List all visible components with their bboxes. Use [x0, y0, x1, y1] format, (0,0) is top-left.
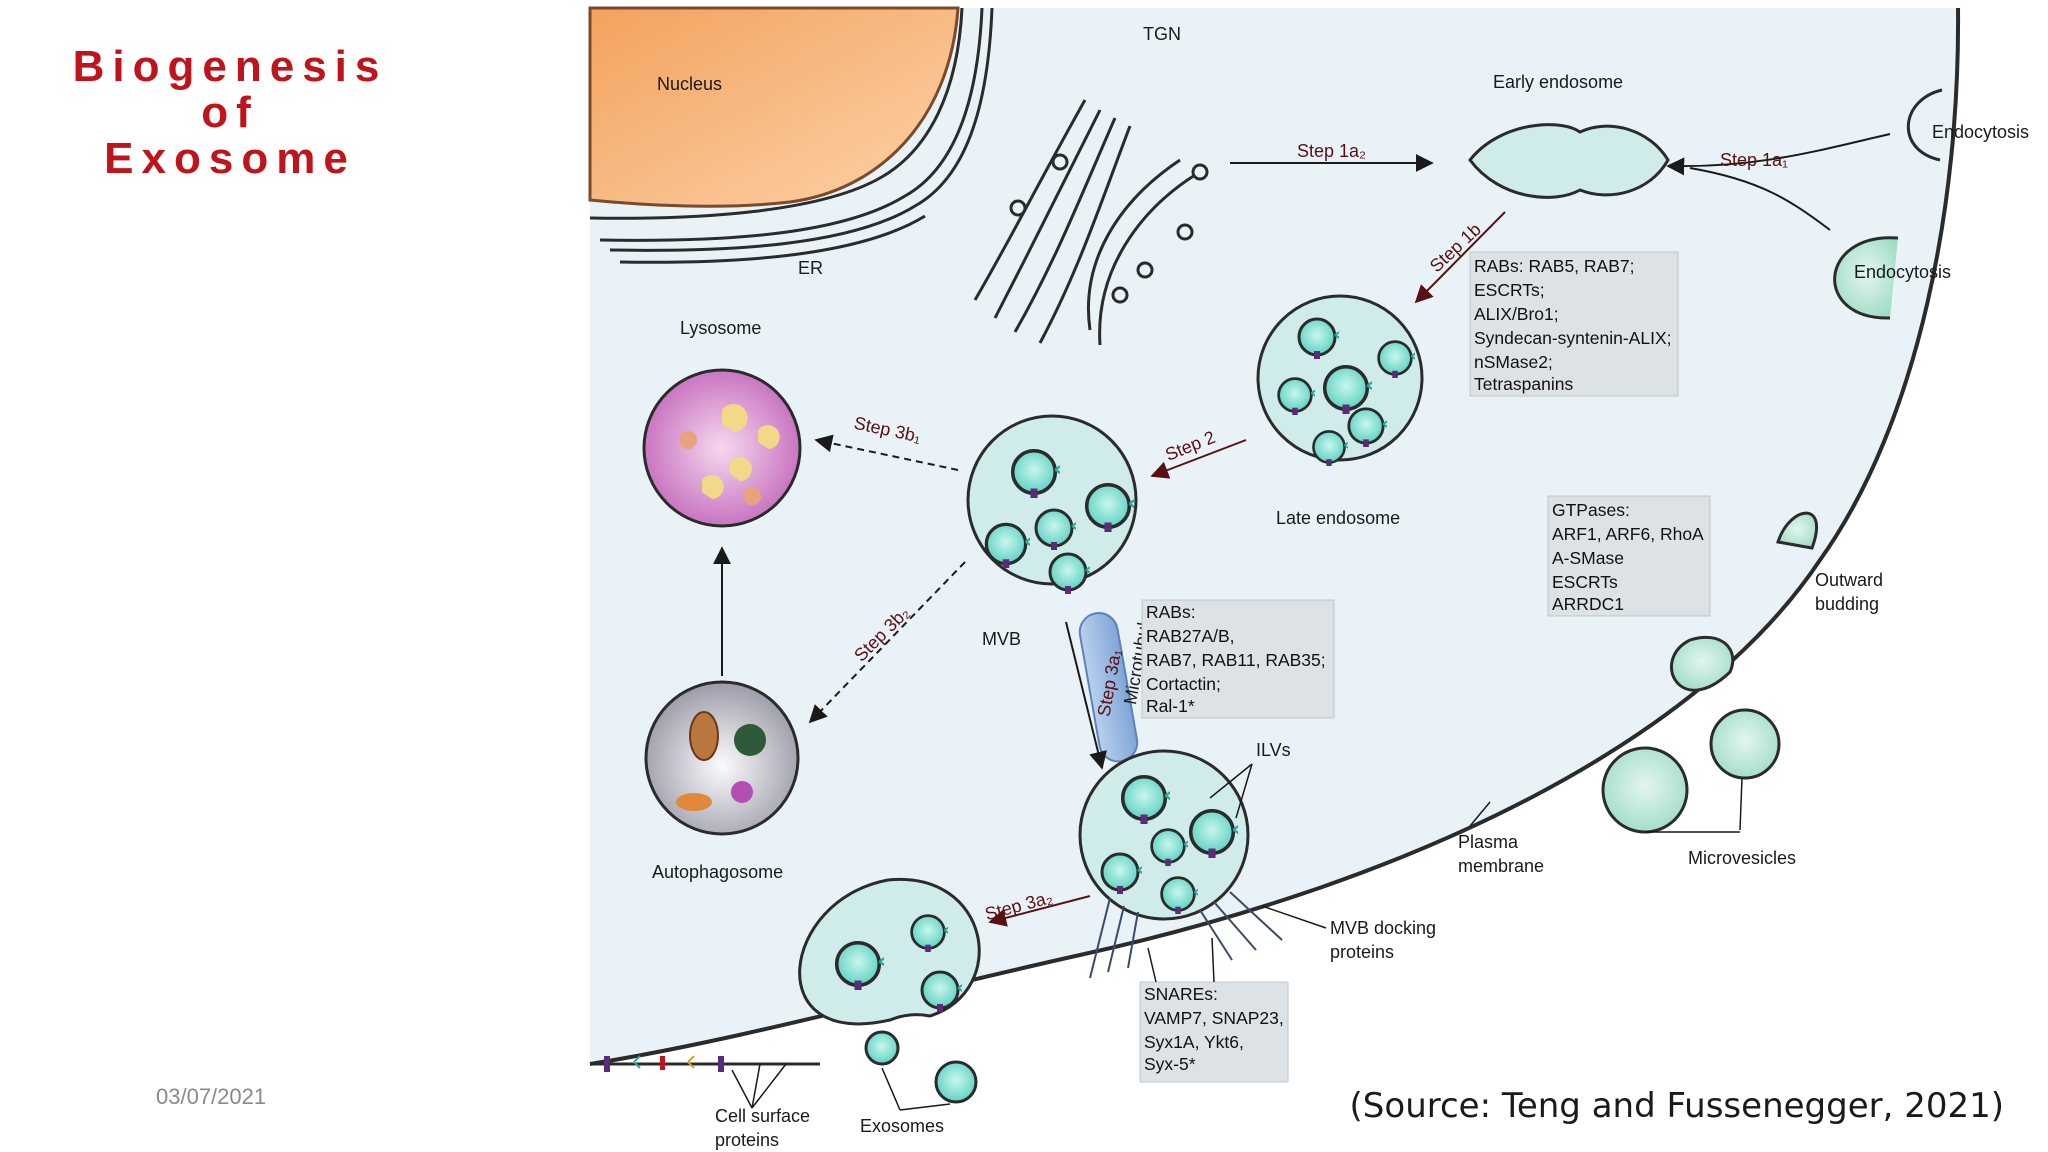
title-line-1: Biogenesis: [72, 42, 388, 91]
source-citation: (Source: Teng and Fussenegger, 2021): [1349, 1086, 2004, 1126]
slide-date: 03/07/2021: [156, 1084, 267, 1109]
plasma-membrane-line-1: Plasma: [1458, 832, 1519, 852]
gtpases-box: [1547, 495, 1711, 617]
mvb-label: MVB: [982, 629, 1021, 649]
exosomes-label: Exosomes: [860, 1116, 944, 1136]
mvb-docking-line-2: proteins: [1330, 942, 1394, 962]
rabs-escrt-box: [1469, 251, 1679, 397]
golgi-tgn: [973, 99, 1209, 346]
title-line-3: Exosome: [104, 134, 356, 183]
early-endosome-label: Early endosome: [1493, 72, 1623, 92]
outward-budding-vesicle-2: [1670, 635, 1735, 692]
exosome-1: [864, 1030, 900, 1066]
plasma-membrane-line-2: membrane: [1458, 856, 1544, 876]
exosome-2: [934, 1060, 978, 1104]
gtpases-line-2: ARF1, ARF6, RhoA: [1552, 524, 1704, 544]
microvesicle-1: [1601, 746, 1689, 834]
snares-line-3: Syx1A, Ykt6,: [1144, 1032, 1244, 1052]
late-endosome-label: Late endosome: [1276, 508, 1400, 528]
snares-line-1: SNAREs:: [1144, 984, 1218, 1004]
outward-budding-line-2: budding: [1815, 594, 1879, 614]
rabs-27-box: [1141, 599, 1335, 719]
rabs-27-line-4: Cortactin;: [1146, 674, 1221, 694]
step-1a1-label: Step 1a₁: [1720, 150, 1788, 170]
nucleus: [588, 6, 960, 208]
tgn-label: TGN: [1143, 24, 1181, 44]
rabs-27-line-5: Ral-1*: [1146, 696, 1195, 716]
lysosome-contents: [702, 404, 780, 499]
snares-box: [1139, 981, 1289, 1083]
endocytosis-label-top: Endocytosis: [1932, 122, 2029, 142]
rabs-escrt-line-5: nSMase2;: [1474, 352, 1553, 372]
gtpases-line-4: ESCRTs: [1552, 572, 1618, 592]
endocytosis-pit-mid: [1833, 236, 1899, 320]
cell-surface-line-1: Cell surface: [715, 1106, 810, 1126]
lysosome: [642, 368, 802, 528]
rabs-escrt-line-6: Tetraspanins: [1474, 374, 1573, 394]
cell-surface-line-2: proteins: [715, 1130, 779, 1150]
outward-budding-line-1: Outward: [1815, 570, 1883, 590]
snares-line-4: Syx-5*: [1144, 1054, 1196, 1074]
rabs-27-line-3: RAB7, RAB11, RAB35;: [1146, 650, 1326, 670]
er-label: ER: [798, 258, 823, 278]
snares-line-2: VAMP7, SNAP23,: [1144, 1008, 1284, 1028]
gtpases-line-5: ARRDC1: [1552, 594, 1624, 614]
rabs-escrt-line-3: ALIX/Bro1;: [1474, 304, 1559, 324]
endocytosis-pit-top: [1906, 88, 1943, 162]
cell-surface-proteins: [604, 1055, 724, 1072]
mvb-docking-line-1: MVB docking: [1330, 918, 1436, 938]
mvb-docking-tethers: [1089, 891, 1283, 979]
microvesicles-label: Microvesicles: [1688, 848, 1796, 868]
title-line-2: of: [201, 88, 259, 137]
rabs-escrt-line-4: Syndecan-syntenin-ALIX;: [1474, 328, 1671, 348]
nucleus-label: Nucleus: [657, 74, 722, 94]
rabs-27-line-2: RAB27A/B,: [1146, 626, 1235, 646]
slide-title: Biogenesis of Exosome: [60, 44, 400, 182]
gtpases-line-3: A-SMase: [1552, 548, 1624, 568]
early-endosome: [1468, 123, 1670, 199]
endoplasmic-reticulum: [589, 7, 994, 264]
step-1a2-label: Step 1a₂: [1297, 141, 1366, 161]
lysosome-label: Lysosome: [680, 318, 761, 338]
endocytosis-label-mid: Endocytosis: [1854, 262, 1951, 282]
ilvs-label: ILVs: [1256, 740, 1291, 760]
rabs-27-line-1: RABs:: [1146, 602, 1196, 622]
microvesicle-2: [1709, 708, 1781, 780]
outward-budding-vesicle-1: [1776, 511, 1819, 550]
rabs-escrt-line-2: ESCRTs;: [1474, 280, 1545, 300]
autophagosome: [644, 680, 800, 836]
gtpases-line-1: GTPases:: [1552, 500, 1630, 520]
autophagosome-label: Autophagosome: [652, 862, 783, 882]
rabs-escrt-line-1: RABs: RAB5, RAB7;: [1474, 256, 1634, 276]
